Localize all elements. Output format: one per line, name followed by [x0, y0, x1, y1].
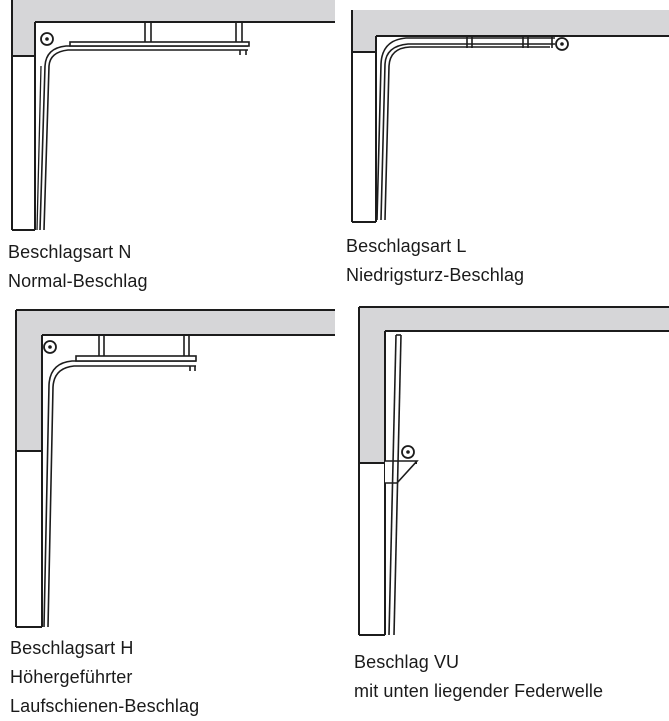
caption-l: Beschlagsart L Niedrigsturz-Beschlag: [346, 232, 524, 290]
caption-subtitle: Höhergeführter: [10, 667, 133, 687]
caption-title: Beschlagsart N: [8, 242, 132, 262]
diagram-vu-drawing: [358, 306, 669, 636]
track-hangers: [466, 36, 553, 48]
diagram-l: Beschlagsart L Niedrigsturz-Beschlag: [340, 0, 669, 300]
spring-shaft-icon: [43, 340, 57, 354]
wall-lintel: [352, 10, 669, 52]
caption-title: Beschlagsart L: [346, 236, 467, 256]
track-hangers: [69, 22, 250, 55]
track: [388, 334, 402, 636]
track: [39, 45, 248, 231]
track: [376, 37, 555, 221]
diagram-n: Beschlagsart N Normal-Beschlag: [0, 0, 335, 300]
diagram-n-drawing: [11, 0, 335, 231]
caption-subtitle: mit unten liegender Federwelle: [354, 681, 604, 701]
track: [43, 360, 196, 628]
caption-subtitle: Niedrigsturz-Beschlag: [346, 265, 525, 285]
diagram-l-drawing: [351, 10, 669, 223]
caption-vu: Beschlag VU mit unten liegender Federwel…: [354, 648, 603, 706]
caption-title: Beschlagsart H: [10, 638, 134, 658]
caption-h: Beschlagsart H Höhergeführter Laufschien…: [10, 634, 199, 721]
spring-shaft-icon: [401, 445, 415, 459]
diagram-h-drawing: [15, 309, 335, 628]
spring-shaft-icon: [555, 37, 569, 51]
wall-lintel: [16, 310, 335, 451]
wall-lintel: [359, 307, 669, 463]
diagram-vu: Beschlag VU mit unten liegender Federwel…: [345, 305, 669, 715]
spring-shaft-icon: [40, 32, 54, 46]
wall-lintel: [12, 0, 335, 56]
caption-subtitle: Normal-Beschlag: [8, 271, 148, 291]
caption-title: Beschlag VU: [354, 652, 460, 672]
caption-subtitle-2: Laufschienen-Beschlag: [10, 696, 200, 716]
track-hangers: [75, 335, 197, 371]
caption-n: Beschlagsart N Normal-Beschlag: [8, 238, 148, 296]
diagram-h: Beschlagsart H Höhergeführter Laufschien…: [0, 305, 335, 716]
bracket: [385, 460, 419, 484]
